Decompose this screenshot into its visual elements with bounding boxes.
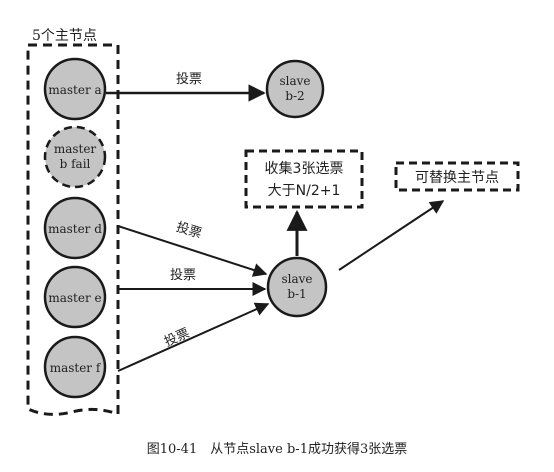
node-master-f: master f	[43, 335, 107, 399]
vote-label-a: 投票	[176, 71, 202, 87]
node-master-e-label: master e	[48, 291, 101, 305]
vote-label-e: 投票	[170, 267, 196, 283]
node-slave-b1-label-line1: slave	[281, 272, 312, 286]
node-slave-b2: slave b-2	[265, 59, 325, 119]
quorum-note: 收集3张选票 大于N/2+1	[244, 149, 364, 209]
replace-master-note-text: 可替换主节点	[415, 169, 499, 186]
quorum-note-line2: 大于N/2+1	[268, 183, 341, 199]
master-group-title: 5个主节点	[32, 28, 97, 44]
replace-master-note: 可替换主节点	[394, 161, 520, 192]
arrow-master-d-to-slave-b1	[117, 225, 268, 277]
quorum-note-line1: 收集3张选票	[265, 160, 344, 177]
node-slave-b1-label-line2: b-1	[287, 287, 306, 301]
figure-caption: 图10-41 从节点slave b-1成功获得3张选票	[147, 441, 407, 457]
node-master-b-label-line2: b fail	[60, 157, 91, 171]
arrow-slave-b1-to-replace-note	[338, 200, 445, 271]
master-group-border	[26, 43, 120, 417]
node-master-b-failed: master b fail	[43, 125, 107, 189]
vote-label-d: 投票	[174, 219, 204, 242]
vote-label-f: 投票	[162, 325, 192, 350]
node-slave-b1: slave b-1	[266, 256, 328, 318]
node-master-e: master e	[43, 265, 107, 329]
node-master-d: master d	[43, 196, 107, 260]
node-slave-b2-label-line2: b-2	[285, 89, 304, 103]
arrow-master-f-to-slave-b1	[117, 302, 270, 372]
node-master-a-label: master a	[48, 83, 101, 97]
node-master-b-label-line1: master	[54, 142, 97, 156]
node-master-f-label: master f	[50, 361, 102, 375]
node-slave-b2-label-line1: slave	[279, 74, 310, 88]
node-master-d-label: master d	[48, 222, 102, 236]
node-master-a: master a	[43, 57, 107, 121]
